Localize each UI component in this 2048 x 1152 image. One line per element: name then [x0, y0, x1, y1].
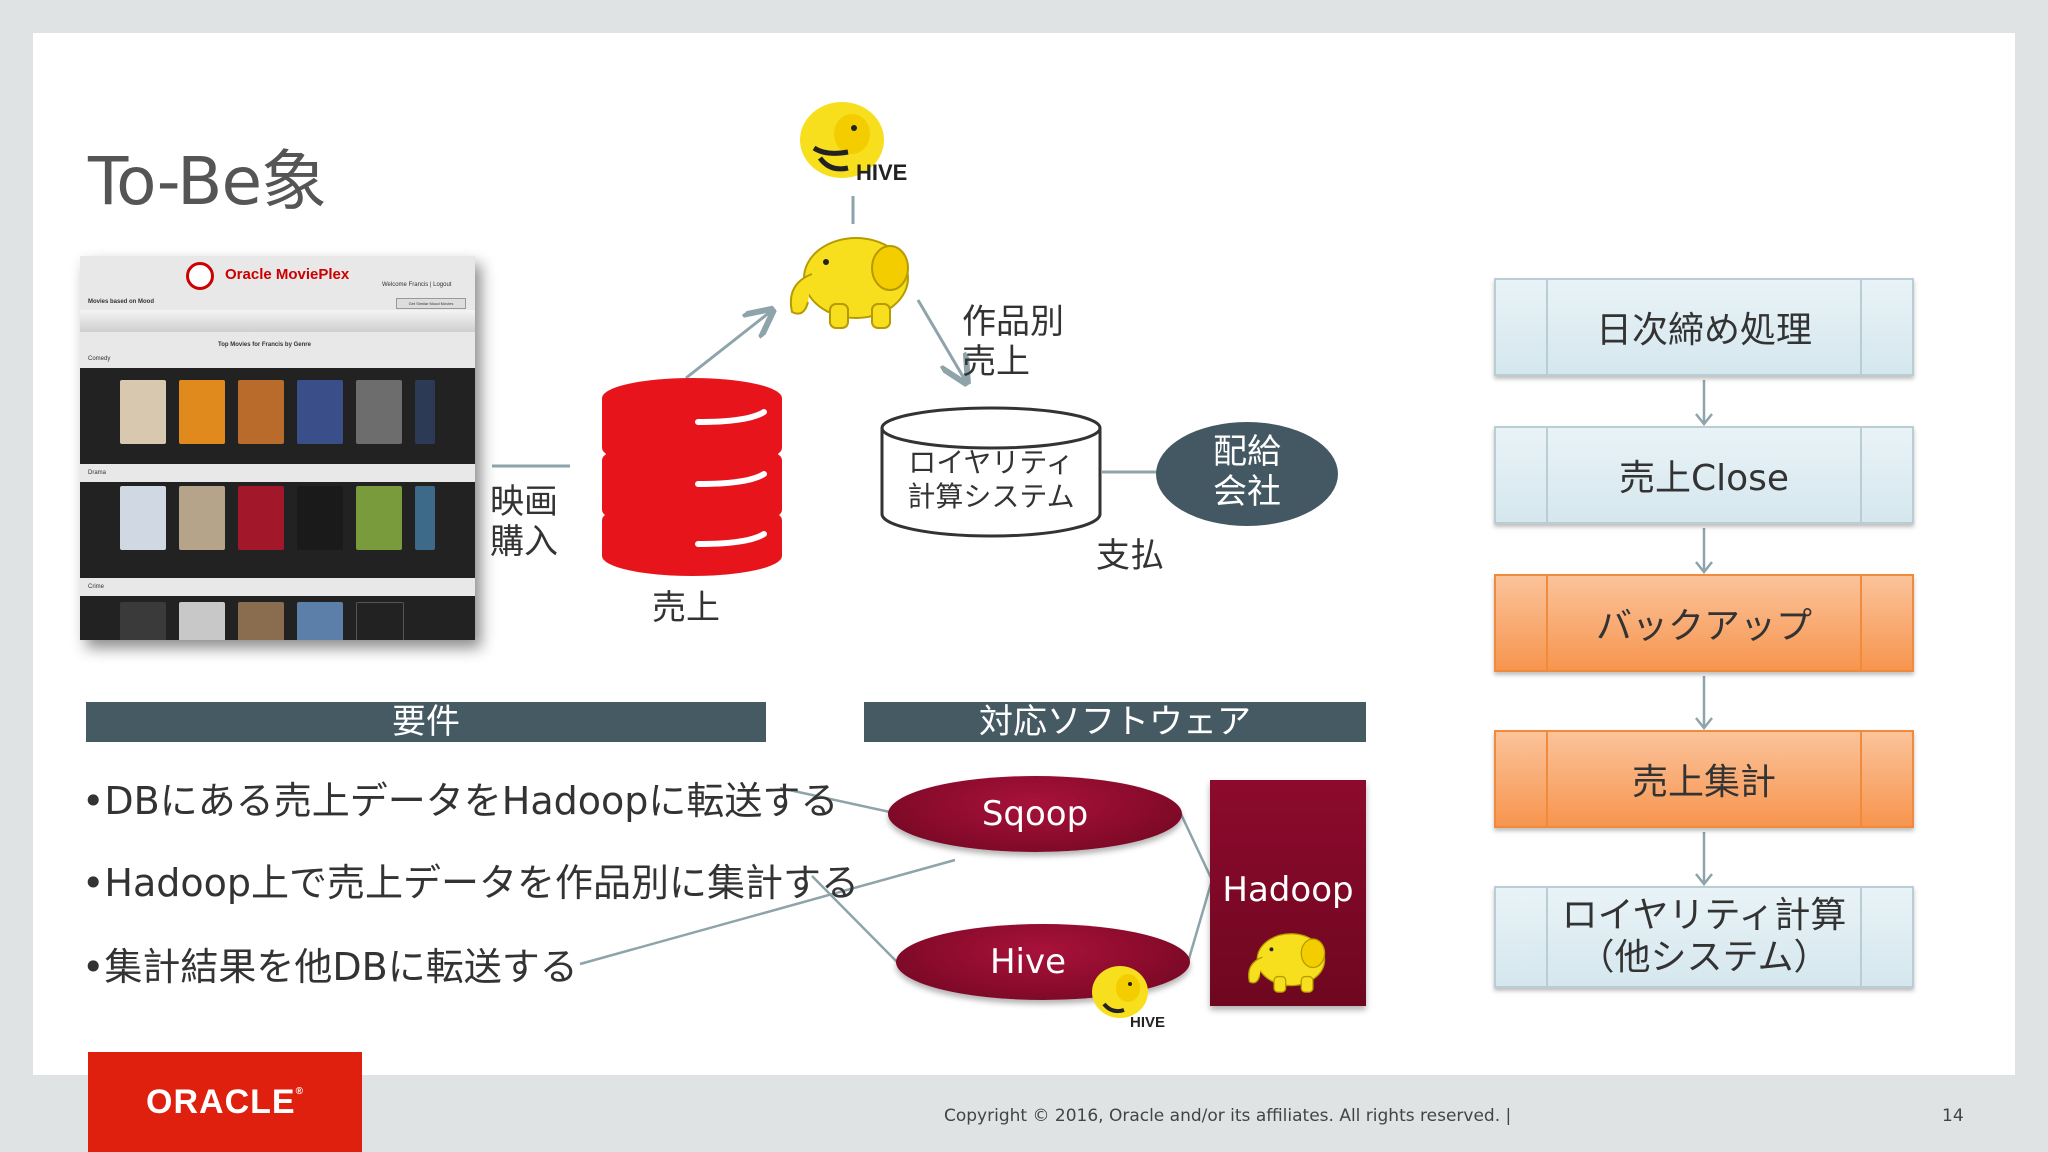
flow-step-royalty-calc: ロイヤリティ計算 （他システム）	[1494, 886, 1914, 988]
sqoop-node: Sqoop	[888, 776, 1182, 852]
requirement-item-3: •集計結果を他DBに転送する	[82, 945, 578, 989]
royalty-system-cylinder	[880, 406, 1102, 538]
flow-step-label: バックアップ	[1595, 606, 1812, 647]
movieplex-mood-label: Movies based on Mood	[88, 299, 155, 305]
sqoop-label: Sqoop	[981, 794, 1089, 834]
movieplex-app-name: Oracle MoviePlex	[225, 266, 350, 283]
movieplex-row-comedy[interactable]	[80, 368, 475, 464]
royalty-system-label: ロイヤリティ 計算システム	[907, 446, 1075, 513]
movieplex-row-crime[interactable]	[80, 596, 475, 640]
movieplex-logo-icon	[186, 262, 214, 290]
copyright-text: Copyright © 2016, Oracle and/or its affi…	[944, 1106, 1512, 1126]
distributor-node	[1156, 422, 1338, 526]
hadoop-elephant-icon	[790, 237, 909, 329]
flow-step-daily-close: 日次締め処理	[1494, 278, 1914, 376]
flow-step-sales-close: 売上Close	[1494, 426, 1914, 524]
page-number: 14	[1942, 1106, 1964, 1126]
flow-step-backup: バックアップ	[1494, 574, 1914, 672]
movieplex-screenshot: Oracle MoviePlex Welcome Francis | Logou…	[80, 256, 475, 640]
hadoop-small-elephant-icon	[1248, 933, 1326, 993]
oracle-logo-text: ORACLE	[146, 1082, 296, 1121]
flow-step-label: ロイヤリティ計算 （他システム）	[1561, 895, 1847, 978]
flow-step-sales-aggregation: 売上集計	[1494, 730, 1914, 828]
movieplex-top-label: Top Movies for Francis by Genre	[218, 342, 311, 348]
hive-small-logo-text: HIVE	[1130, 1014, 1166, 1031]
distributor-label: 配給 会社	[1213, 432, 1281, 512]
hive-label: Hive	[989, 942, 1067, 982]
movieplex-welcome[interactable]: Welcome Francis | Logout	[382, 282, 452, 288]
flow-step-label: 売上集計	[1631, 762, 1776, 803]
requirement-item-2: •Hadoop上で売上データを作品別に集計する	[82, 861, 860, 905]
hadoop-label: Hadoop	[1222, 870, 1354, 910]
movieplex-mood-button[interactable]: Get Similar Mood Movies	[396, 298, 466, 309]
movieplex-row-label-drama: Drama	[88, 470, 107, 476]
hive-logo-icon: HIVE	[792, 88, 912, 192]
hive-small-logo-icon: HIVE	[1086, 958, 1166, 1034]
payment-label: 支払	[1096, 536, 1164, 576]
software-header: 対応ソフトウェア	[864, 702, 1366, 742]
flow-step-label: 売上Close	[1618, 458, 1790, 499]
sales-db-label: 売上	[652, 588, 720, 628]
flow-step-label: 日次締め処理	[1595, 310, 1812, 351]
per-title-sales-label: 作品別 売上	[962, 302, 1064, 382]
movieplex-row-label-crime: Crime	[88, 584, 104, 590]
slide-title: To-Be象	[88, 143, 327, 220]
sales-database-icon	[602, 378, 782, 576]
requirement-item-1: •DBにある売上データをHadoopに転送する	[82, 779, 839, 823]
movieplex-row-drama[interactable]	[80, 482, 475, 578]
movieplex-row-label-comedy: Comedy	[88, 356, 111, 362]
hadoop-node: Hadoop	[1210, 780, 1366, 1006]
movie-purchase-label: 映画 購入	[490, 482, 558, 562]
hive-logo-text: HIVE	[856, 160, 908, 185]
requirements-header: 要件	[86, 702, 766, 742]
oracle-logo: ORACLE®	[88, 1052, 362, 1152]
